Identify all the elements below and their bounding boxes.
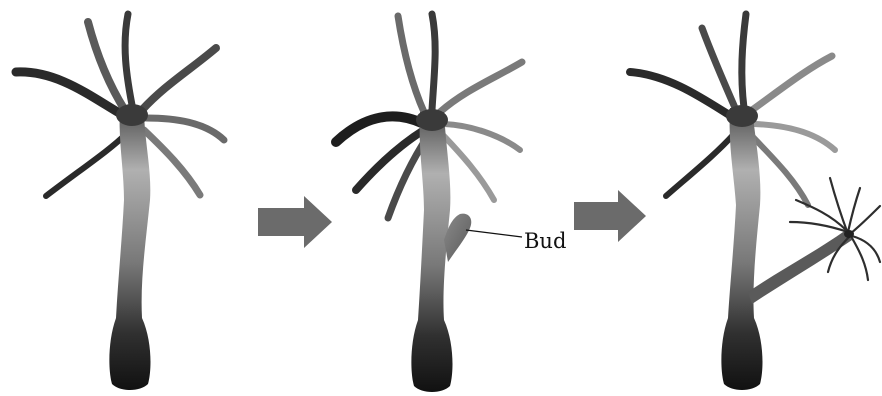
bud-label-line [466,230,522,237]
arrow-right-2 [574,190,646,242]
grown-bud-hypostome [844,230,854,238]
bud-label: Bud [524,229,566,253]
hypostome-3 [726,105,758,127]
hydra-stage-3 [630,14,880,390]
hydra-stage-1 [16,14,224,390]
hypostome-1 [116,104,148,126]
arrow-right-1 [258,196,332,248]
tentacles-stage-1 [16,14,224,196]
grown-bud-body [748,230,852,304]
hydra-body-3 [721,108,762,390]
hypostome-2 [416,109,448,131]
hydra-body-1 [109,108,150,390]
hydra-stage-2: Bud [336,14,566,392]
